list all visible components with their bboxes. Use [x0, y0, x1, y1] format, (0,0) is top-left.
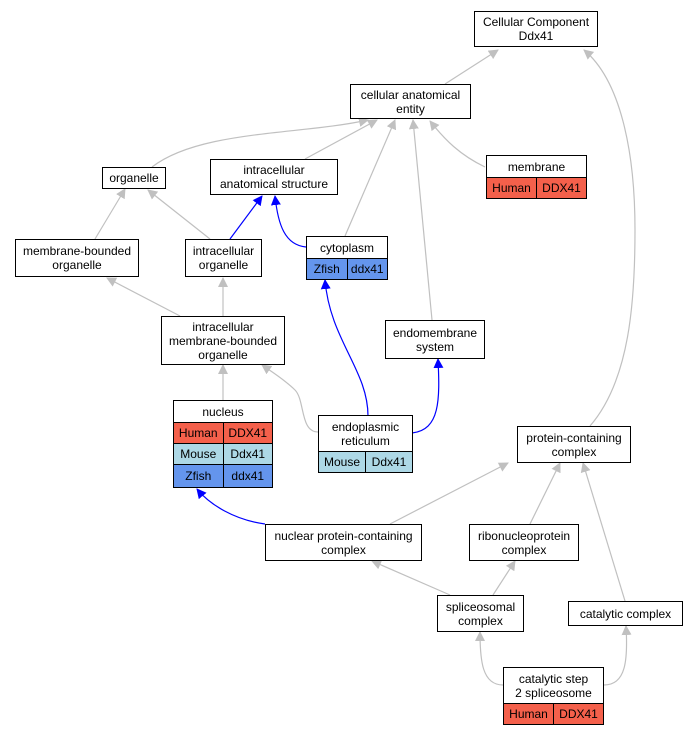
species-label: Mouse	[319, 452, 366, 472]
edge-mbo-to-organelle	[94, 188, 126, 240]
node-nucleus[interactable]: nucleus	[173, 400, 273, 423]
edge-er-to-ems	[411, 358, 444, 434]
edge-npcc-to-pcc	[389, 462, 509, 525]
species-label: Mouse	[174, 444, 224, 464]
node-intracellular-organelle[interactable]: intracellular organelle	[185, 239, 262, 277]
annotation-row: Human DDX41	[503, 703, 604, 725]
gene-label: ddx41	[231, 469, 265, 483]
edge-sc-to-rnp	[492, 560, 516, 596]
edge-organelle-to-cae	[151, 117, 369, 168]
node-membrane-bounded-organelle[interactable]: membrane-bounded organelle	[15, 239, 139, 277]
node-cellular-component[interactable]: Cellular Component Ddx41	[474, 11, 598, 47]
node-intracellular-anatomical-structure[interactable]: intracellular anatomical structure	[210, 159, 338, 195]
node-intracellular-membrane-bounded-organelle[interactable]: intracellular membrane-bounded organelle	[161, 316, 285, 365]
edge-cytoplasm-to-ias	[270, 195, 307, 248]
gene-label: Ddx41	[230, 447, 266, 461]
edge-membrane-to-cae	[429, 120, 486, 168]
edge-cs2-to-sc	[475, 631, 504, 686]
node-endomembrane-system[interactable]: endomembrane system	[385, 320, 485, 359]
node-spliceosomal-complex[interactable]: spliceosomal complex	[437, 595, 524, 632]
node-membrane[interactable]: membrane	[486, 155, 587, 178]
node-protein-containing-complex[interactable]: protein-containing complex	[517, 426, 631, 463]
node-endoplasmic-reticulum[interactable]: endoplasmic reticulum	[318, 415, 413, 452]
edge-cs2-to-cat	[603, 625, 632, 686]
annotation-row: Zfish ddx41	[173, 464, 273, 488]
annotation-row: Mouse Ddx41	[318, 451, 413, 473]
edge-io-to-ias	[229, 195, 263, 240]
node-catalytic-step-2-spliceosome[interactable]: catalytic step 2 spliceosome	[503, 667, 604, 704]
species-label: Zfish	[174, 465, 224, 487]
edge-cat-to-pcc	[580, 462, 626, 602]
species-label: Human	[174, 423, 224, 443]
annotation-row: Human DDX41	[486, 177, 587, 199]
species-label: Human	[504, 704, 554, 724]
node-nuclear-protein-containing-complex[interactable]: nuclear protein-containing complex	[265, 524, 422, 561]
edge-pcc-to-cc	[583, 49, 636, 427]
node-catalytic-complex[interactable]: catalytic complex	[568, 601, 683, 626]
species-label: Zfish	[307, 259, 348, 279]
gene-label: DDX41	[559, 707, 598, 721]
annotation-row: Zfish ddx41	[306, 258, 388, 280]
edge-rnp-to-pcc	[529, 462, 561, 525]
node-ribonucleoprotein-complex[interactable]: ribonucleoprotein complex	[469, 524, 579, 561]
edge-ias-to-cae	[304, 119, 378, 160]
gene-label: ddx41	[350, 262, 384, 276]
gene-label: DDX41	[228, 426, 268, 440]
gene-label: DDX41	[542, 181, 581, 195]
edge-sc-to-npcc	[371, 560, 451, 596]
edge-imbo-to-mbo	[106, 277, 181, 317]
edge-ems-to-cae	[408, 119, 433, 321]
annotation-row: Mouse Ddx41	[173, 443, 273, 465]
edge-cytoplasm-to-cae	[344, 119, 397, 237]
gene-label: Ddx41	[371, 455, 407, 469]
edge-er-to-cytoplasm	[320, 279, 369, 417]
edge-io-to-organelle	[147, 189, 211, 240]
edge-npcc-to-nucleus	[196, 488, 266, 525]
node-cellular-anatomical-entity[interactable]: cellular anatomical entity	[350, 84, 471, 119]
edge-er-to-imbo	[261, 364, 319, 433]
node-cytoplasm[interactable]: cytoplasm	[306, 236, 388, 259]
annotation-row: Human DDX41	[173, 422, 273, 444]
edge-cae-to-cc	[444, 49, 499, 85]
species-label: Human	[487, 178, 537, 198]
node-organelle[interactable]: organelle	[102, 167, 166, 189]
